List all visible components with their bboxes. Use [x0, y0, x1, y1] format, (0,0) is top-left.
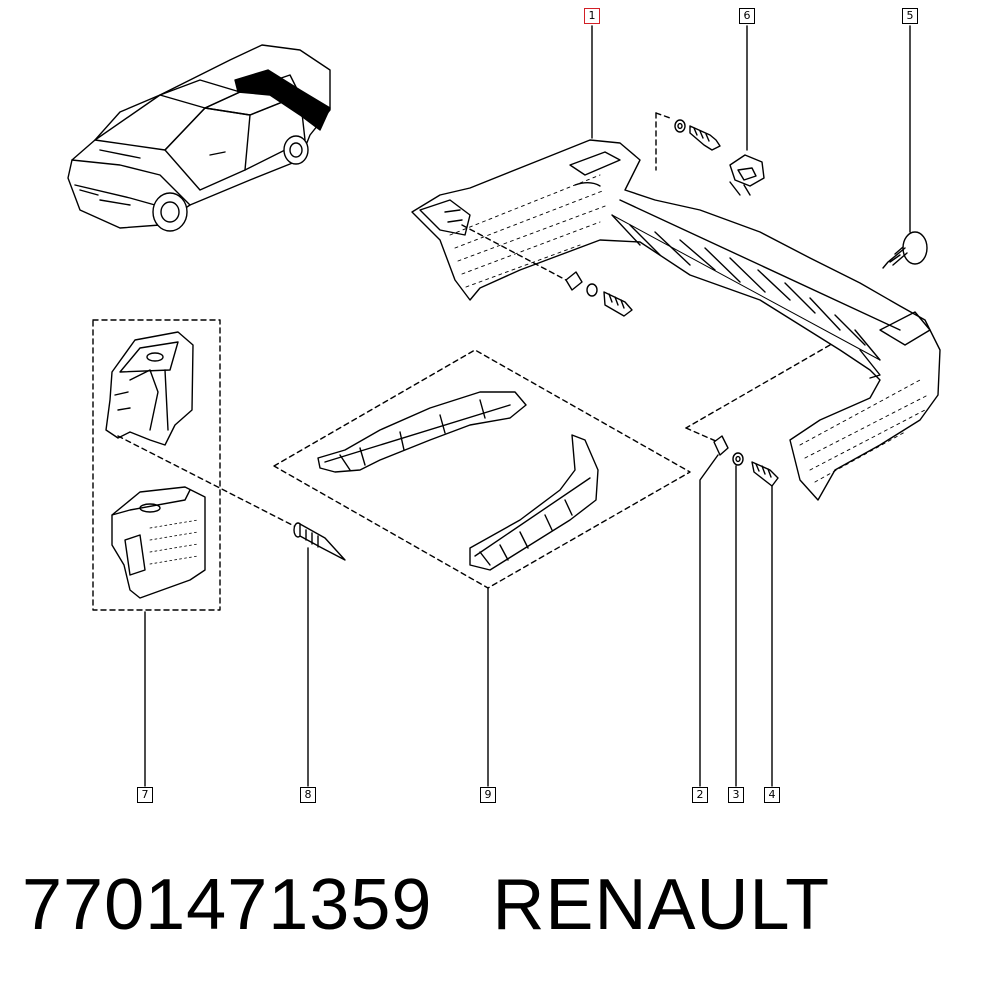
group-7-box [92, 319, 221, 611]
callout-4[interactable]: 4 [764, 787, 780, 803]
screw-5[interactable] [882, 231, 928, 269]
callout-3[interactable]: 3 [728, 787, 744, 803]
nut-clip-2[interactable] [713, 435, 729, 456]
callout-2[interactable]: 2 [692, 787, 708, 803]
callout-9[interactable]: 9 [480, 787, 496, 803]
washer-3[interactable] [732, 452, 744, 466]
parts-diagram [67, 25, 941, 787]
bracket-7-top[interactable] [105, 331, 194, 446]
callout-5[interactable]: 5 [902, 8, 918, 24]
callout-8[interactable]: 8 [300, 787, 316, 803]
rear-bumper[interactable] [411, 139, 941, 501]
group-9-box [273, 349, 691, 589]
side-bracket-9-upper[interactable] [317, 391, 527, 473]
clip-6[interactable] [729, 154, 765, 196]
bolt-washer-top[interactable] [674, 119, 721, 151]
bracket-7-bottom[interactable] [111, 486, 206, 599]
callout-6[interactable]: 6 [739, 8, 755, 24]
bolt-4[interactable] [751, 461, 779, 487]
callout-1[interactable]: 1 [584, 8, 600, 24]
brand-name: RENAULT [492, 865, 831, 945]
part-caption: 7701471359 RENAULT [22, 860, 830, 950]
callout-7[interactable]: 7 [137, 787, 153, 803]
side-bracket-9-lower[interactable] [469, 434, 599, 571]
car-thumbnail [67, 44, 331, 232]
part-number: 7701471359 [22, 865, 433, 945]
nut-clip-left[interactable] [565, 271, 633, 317]
push-pin-8[interactable] [293, 522, 346, 561]
